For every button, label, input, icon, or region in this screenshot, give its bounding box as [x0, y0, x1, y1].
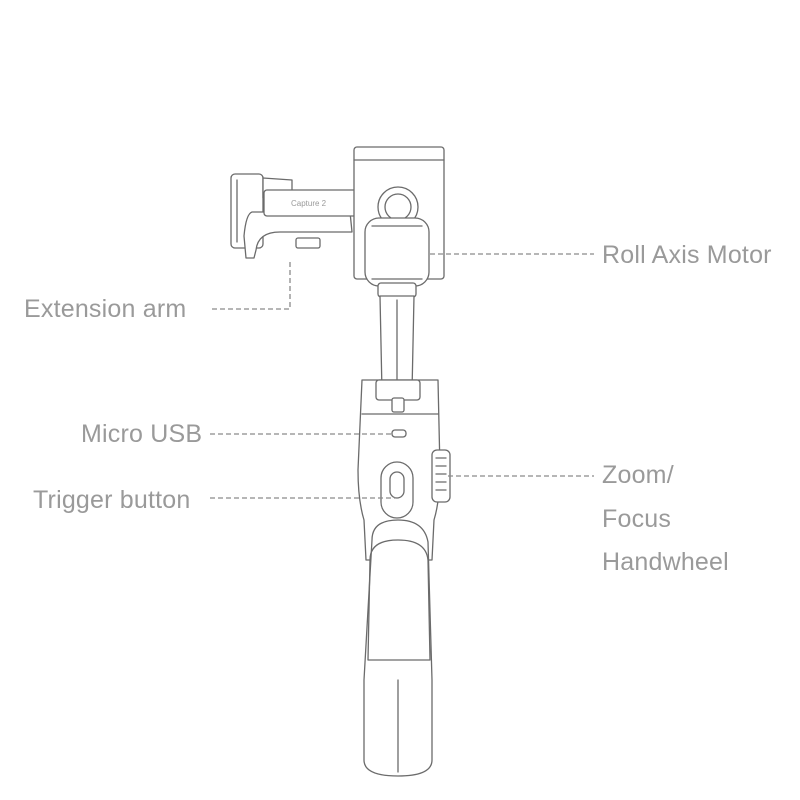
- label-extension-arm: Extension arm: [24, 295, 187, 323]
- roll-axis-motor: [364, 217, 430, 298]
- leader-extension-arm: [212, 262, 291, 310]
- label-trigger-button: Trigger button: [33, 486, 191, 514]
- label-roll-axis-motor: Roll Axis Motor: [602, 241, 772, 269]
- micro-usb-port: [391, 429, 407, 438]
- trigger-button: [380, 461, 414, 519]
- extension-arm: Capture 2: [243, 189, 379, 259]
- grip: [363, 519, 433, 777]
- zoom-focus-handwheel: [431, 449, 451, 503]
- label-zoom: Zoom/: [602, 461, 674, 489]
- vertical-arm: [379, 295, 415, 393]
- label-handwheel: Handwheel: [602, 548, 729, 576]
- leader-lines: [210, 253, 594, 499]
- label-micro-usb: Micro USB: [81, 420, 203, 448]
- brand-text: Capture 2: [291, 199, 327, 208]
- label-focus: Focus: [602, 505, 672, 533]
